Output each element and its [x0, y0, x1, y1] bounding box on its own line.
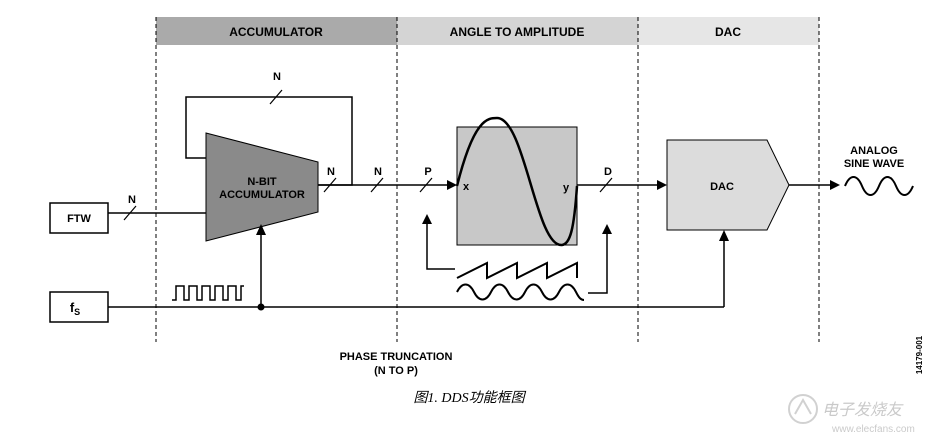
output-label-1: ANALOG [850, 145, 898, 157]
fs-label: fS [70, 300, 80, 317]
accumulator-header: ACCUMULATOR [229, 25, 323, 39]
phase-sawtooth-wave [456, 261, 578, 280]
sawtooth-to-x-arrow [422, 214, 432, 224]
clock-square-wave [172, 285, 244, 301]
lut-x-label: x [463, 181, 470, 193]
output-label-2: SINE WAVE [844, 158, 904, 170]
lut-in-slash [419, 177, 433, 193]
ftw-box [49, 202, 109, 234]
phase-truncation-label-2: (N TO P) [374, 365, 418, 377]
angle-header-band [397, 17, 638, 45]
lut-out-slash [599, 177, 613, 193]
phase-truncation-label-1: PHASE TRUNCATION [340, 351, 453, 363]
sine-to-y-arrow [602, 224, 612, 234]
watermark-url: www.elecfans.com [831, 424, 915, 435]
accumulator-label-2: ACCUMULATOR [219, 189, 305, 201]
mid-slash [370, 177, 384, 193]
ftw-bus-width: N [128, 194, 136, 206]
clock-junction-dot [257, 303, 265, 311]
acc-to-lut-arrow [447, 180, 457, 190]
lut-sine-curve [455, 116, 579, 247]
clock-to-dac-arrow [719, 230, 729, 241]
analog-sine-output-icon [844, 176, 914, 196]
watermark-logo-mark-icon [794, 397, 812, 415]
dac-output-arrow [830, 180, 840, 190]
angle-to-amplitude-header: ANGLE TO AMPLITUDE [450, 25, 585, 39]
acc-out-width: N [327, 166, 335, 178]
watermark-logo-icon [788, 394, 818, 424]
clock-to-accumulator-arrow [256, 224, 266, 235]
feedback-width: N [273, 71, 281, 83]
ftw-label: FTW [67, 213, 91, 225]
lut-in-width: P [424, 166, 431, 178]
feedback-slash [269, 89, 283, 105]
accumulator-label-1: N-BIT [247, 176, 277, 188]
acc-out-slash [323, 177, 337, 193]
mid-width: N [374, 166, 382, 178]
lut-to-dac-arrow [657, 180, 667, 190]
sawtooth-to-x-path [426, 222, 455, 270]
amplitude-sine-wave [456, 283, 585, 301]
accumulator-header-band [156, 17, 397, 45]
dac-block [666, 139, 790, 231]
dac-header-band [638, 17, 819, 45]
watermark-text: 电子发烧友 [822, 401, 904, 419]
ftw-bus-slash [123, 205, 137, 221]
watermark: 电子发烧友 www.elecfans.com [788, 394, 915, 435]
figure-code: 14179-001 [915, 335, 924, 374]
lut-block [456, 126, 578, 246]
figure-caption: 图1. DDS功能框图 [413, 390, 526, 406]
lut-out-width: D [604, 166, 612, 178]
dac-header: DAC [715, 25, 741, 39]
lut-y-label: y [563, 182, 570, 194]
sine-to-y-path [588, 232, 608, 294]
accumulator-block [205, 132, 319, 242]
dac-label: DAC [710, 181, 734, 193]
